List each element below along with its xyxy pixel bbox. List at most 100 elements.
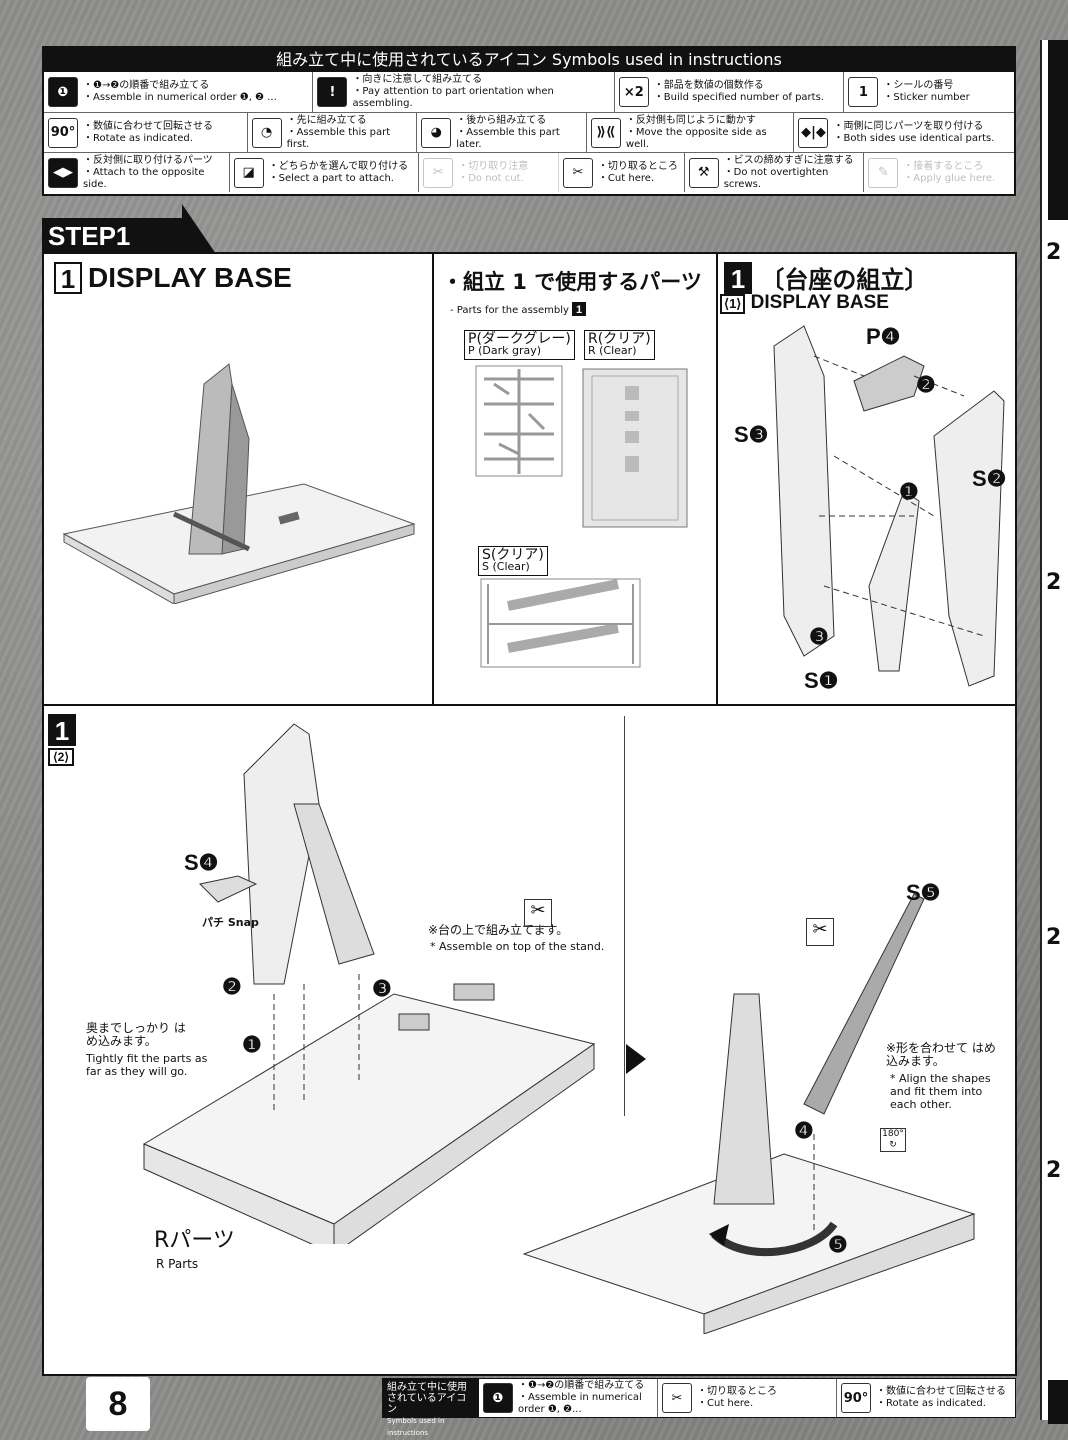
symbol-entry: ◪・どちらかを選んで取り付ける・Select a part to attach.: [230, 153, 420, 192]
runner-s-illustration: [480, 578, 641, 668]
page-number: 8: [86, 1377, 150, 1431]
numbered-order-icon: ❶: [483, 1383, 513, 1413]
symbol-label-jp: ・部品を数値の個数作る: [653, 80, 764, 91]
symbol-label-jp: ・向きに注意して組み立てる: [352, 74, 483, 85]
symbol-label-en: ・Do not overtighten screws.: [723, 166, 829, 190]
apply-icon: ✎: [868, 157, 899, 188]
part-label: S❷: [972, 466, 1007, 491]
parts-subheader: - Parts for the assembly 1: [450, 302, 587, 316]
cut-icon: ✂: [662, 1383, 692, 1413]
assembly-sub-title: DISPLAY BASE: [750, 292, 889, 313]
symbol-label-en: ・Rotate as indicated.: [876, 1398, 986, 1409]
runner-label-en: P (Dark gray): [468, 344, 542, 357]
next-page-strip: 2 2 2 2: [1040, 40, 1068, 1424]
next-page-step-number: 2: [1046, 570, 1062, 595]
part-label: S❸: [734, 422, 769, 447]
assemble-first-icon: ◔: [251, 117, 282, 148]
rotate-icon: 180°↻: [880, 1128, 906, 1152]
rotate-icon: 90°: [48, 117, 78, 148]
symbol-label-jp: ・切り取るところ: [697, 1386, 777, 1397]
runner-label-jp: R(クリア): [588, 331, 651, 347]
screw-icon: ⚒: [688, 157, 719, 188]
symbol-entry: ✂・切り取るところ・Cut here.: [559, 153, 685, 192]
step-marker: ❷: [916, 372, 936, 397]
display-base-illustration: [62, 363, 416, 604]
symbol-label-en: ・Assemble this part later.: [456, 126, 560, 150]
symbol-label-jp: ・数値に合わせて回転させる: [876, 1386, 1006, 1397]
cut-icon: ✂: [524, 899, 552, 927]
symbol-label-en: ・Do not cut.: [458, 172, 524, 184]
step-marker: ❺: [828, 1232, 848, 1257]
next-arrow-icon: [626, 1044, 646, 1074]
symbol-label-en: ・Select a part to attach.: [268, 172, 394, 184]
part-label: S❹: [184, 850, 219, 875]
symbol-entry: 1・シールの番号・Sticker number: [844, 72, 1014, 112]
symbol-entry: ×2・部品を数値の個数作る・Build specified number of …: [615, 72, 845, 112]
symbol-label-en: ・Cut here.: [697, 1398, 754, 1409]
r-parts-label-jp: Rパーツ: [154, 1228, 235, 1253]
symbol-entry: ⟫⟪・反対側も同じように動かす・Move the opposite side a…: [587, 113, 795, 152]
symbol-label-jp: ・切り取るところ: [597, 160, 678, 172]
symbol-label-en: ・Attach to the opposite side.: [83, 166, 205, 190]
step-marker: ❸: [372, 976, 392, 1001]
runner-label-s: S(クリア)S (Clear): [478, 546, 548, 576]
symbol-label-jp: ・接着するところ: [903, 160, 984, 172]
symbol-label-en: ・Assemble in numerical order ❶, ❷ ...: [83, 92, 277, 103]
part-s4-illustration: [198, 875, 258, 903]
parts-subheader-text: - Parts for the assembly: [450, 305, 569, 316]
runner-label-en: R (Clear): [588, 344, 637, 357]
runner-label-jp: S(クリア): [482, 547, 544, 563]
symbols-row: ◀▶・反対側に取り付けるパーツ・Attach to the opposite s…: [44, 152, 1014, 192]
opposite-side-icon: ◀▶: [48, 157, 78, 188]
do-not-cut-icon: ✂: [423, 157, 454, 188]
assembly-number: 1: [48, 714, 76, 746]
cut-icon: ✂: [806, 918, 834, 946]
divider: [716, 254, 718, 706]
assembly-2-header: 1 ⟨2⟩: [44, 710, 78, 768]
assembly-sub-number: ⟨2⟩: [48, 748, 74, 766]
symbol-entry: ◕ ・後から組み立てる・Assemble this part later.: [417, 113, 587, 152]
symbol-label-jp: ・先に組み立てる: [286, 114, 367, 126]
next-page-step-number: 2: [1046, 240, 1062, 265]
fit-note-en: Tightly fit the parts as far as they wil…: [86, 1052, 208, 1078]
symbol-label-jp: ・切り取り注意: [458, 160, 529, 172]
symbol-label-en: ・Both sides use identical parts.: [833, 132, 995, 144]
symbol-label-jp: ・両側に同じパーツを取り付ける: [833, 120, 984, 132]
symbol-label-jp: ・反対側も同じように動かす: [625, 114, 756, 126]
part-label: S❶: [804, 668, 839, 693]
assembly-title: 1 〔台座の組立〕: [724, 260, 928, 295]
parts-header: ・組立 1 で使用するパーツ: [442, 270, 702, 294]
assembly-title-jp: 〔台座の組立〕: [760, 266, 929, 294]
fit-note-jp: 奥までしっかり はめ込みます。: [86, 1021, 186, 1048]
assemble-later-icon: ◕: [421, 117, 452, 148]
runner-r-illustration: [582, 368, 688, 528]
symbol-label-en: ・Move the opposite side as well.: [625, 126, 767, 150]
symbols-row: ❶・❶→❷の順番で組み立てる・Assemble in numerical ord…: [44, 72, 1014, 112]
cut-icon: ✂: [562, 157, 593, 188]
footer-legend-title-jp: 組み立て中に使用されているアイコン: [387, 1382, 467, 1415]
stand-assembly-diagram: [142, 723, 596, 1244]
divider: [624, 716, 625, 1116]
footer-symbol-entry: 90°・数値に合わせて回転させる・Rotate as indicated.: [837, 1379, 1015, 1417]
step-marker: ❶: [242, 1032, 262, 1057]
step-marker: ❹: [794, 1118, 814, 1143]
symbol-label-en: ・Sticker number: [883, 92, 970, 103]
symbol-label-jp: ・後から組み立てる: [456, 114, 547, 126]
runner-label-en: S (Clear): [482, 560, 530, 573]
both-sides-icon: ◆|◆: [798, 117, 829, 148]
part-label: P❹: [866, 324, 901, 349]
symbol-label-en: ・Rotate as indicated.: [83, 132, 193, 144]
select-part-icon: ◪: [233, 157, 264, 188]
stand-pin-diagram: [522, 893, 976, 1334]
section-number: 1: [54, 262, 82, 294]
r-parts-label-en: R Parts: [156, 1257, 199, 1271]
symbol-entry: !・向きに注意して組み立てる・Pay attention to part ori…: [313, 72, 615, 112]
symbols-legend-title: 組み立て中に使用されているアイコン Symbols used in instru…: [44, 48, 1014, 72]
symbol-entry: ⚒・ビスの締めすぎに注意する・Do not overtighten screws…: [685, 153, 865, 192]
symbols-row: 90°・数値に合わせて回転させる・Rotate as indicated.◔・先…: [44, 112, 1014, 152]
instruction-panel: 1 DISPLAY BASE ・組立 1 で使用するパーツ - Parts fo…: [42, 252, 1017, 1376]
step-banner: STEP1: [42, 204, 216, 254]
next-page-step-number: 2: [1046, 925, 1062, 950]
next-page-header-block: [1048, 40, 1068, 220]
snap-label: パチ Snap: [202, 916, 259, 929]
